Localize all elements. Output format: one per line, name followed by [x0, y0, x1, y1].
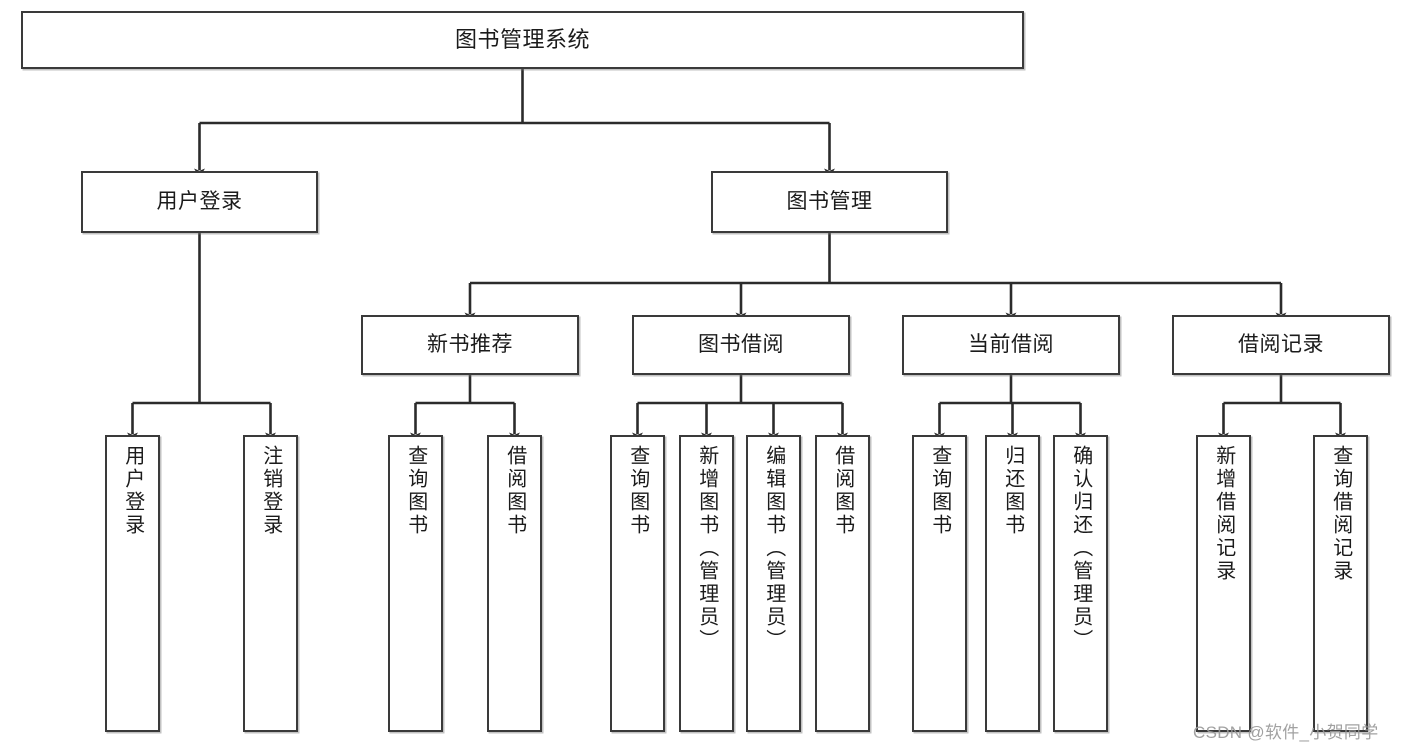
node-label: 新书推荐 [427, 333, 513, 357]
node-label: 注销登录 [259, 445, 282, 537]
node-leaf-add-record[interactable]: 新增借阅记录 [1196, 435, 1251, 732]
node-label: 查询图书 [404, 445, 427, 537]
node-new-book-rec[interactable]: 新书推荐 [361, 315, 579, 375]
node-book-borrow[interactable]: 图书借阅 [632, 315, 850, 375]
node-label: 查询图书 [928, 445, 951, 537]
node-label: 用户登录 [156, 190, 243, 214]
node-book-manage[interactable]: 图书管理 [711, 171, 948, 233]
node-label: 图书管理系统 [454, 26, 590, 52]
node-leaf-edit-book[interactable]: 编辑图书（管理员） [746, 435, 801, 732]
node-user-login[interactable]: 用户登录 [81, 171, 318, 233]
node-label: 查询图书 [626, 445, 649, 537]
node-root[interactable]: 图书管理系统 [21, 11, 1024, 69]
node-leaf-query-book-rec[interactable]: 查询图书 [388, 435, 443, 732]
node-label: 归还图书 [1001, 445, 1024, 537]
node-label: 用户登录 [121, 445, 144, 537]
node-borrow-record[interactable]: 借阅记录 [1172, 315, 1390, 375]
node-leaf-add-book[interactable]: 新增图书（管理员） [679, 435, 734, 732]
node-label: 借阅记录 [1238, 333, 1324, 357]
node-label: 图书管理 [786, 190, 873, 214]
node-leaf-confirm-return[interactable]: 确认归还（管理员） [1053, 435, 1108, 732]
node-label: 确认归还（管理员） [1069, 445, 1092, 652]
node-label: 新增图书（管理员） [695, 445, 718, 652]
node-leaf-query-record[interactable]: 查询借阅记录 [1313, 435, 1368, 732]
node-leaf-borrow-book-rec[interactable]: 借阅图书 [487, 435, 542, 732]
node-leaf-user-logout[interactable]: 注销登录 [243, 435, 298, 732]
node-label: 当前借阅 [968, 333, 1054, 357]
node-label: 图书借阅 [698, 333, 784, 357]
connector-group [127, 69, 1346, 442]
node-label: 借阅图书 [831, 445, 854, 537]
node-leaf-query-book-borrow[interactable]: 查询图书 [610, 435, 665, 732]
node-leaf-borrow-book[interactable]: 借阅图书 [815, 435, 870, 732]
node-current-borrow[interactable]: 当前借阅 [902, 315, 1120, 375]
node-leaf-query-book-cur[interactable]: 查询图书 [912, 435, 967, 732]
node-label: 借阅图书 [503, 445, 526, 537]
csdn-watermark: CSDN @软件_小贺同学 [1193, 723, 1379, 742]
node-label: 新增借阅记录 [1212, 445, 1235, 583]
node-leaf-return-book[interactable]: 归还图书 [985, 435, 1040, 732]
node-label: 编辑图书（管理员） [762, 445, 785, 652]
node-label: 查询借阅记录 [1329, 445, 1352, 583]
node-leaf-user-login[interactable]: 用户登录 [105, 435, 160, 732]
